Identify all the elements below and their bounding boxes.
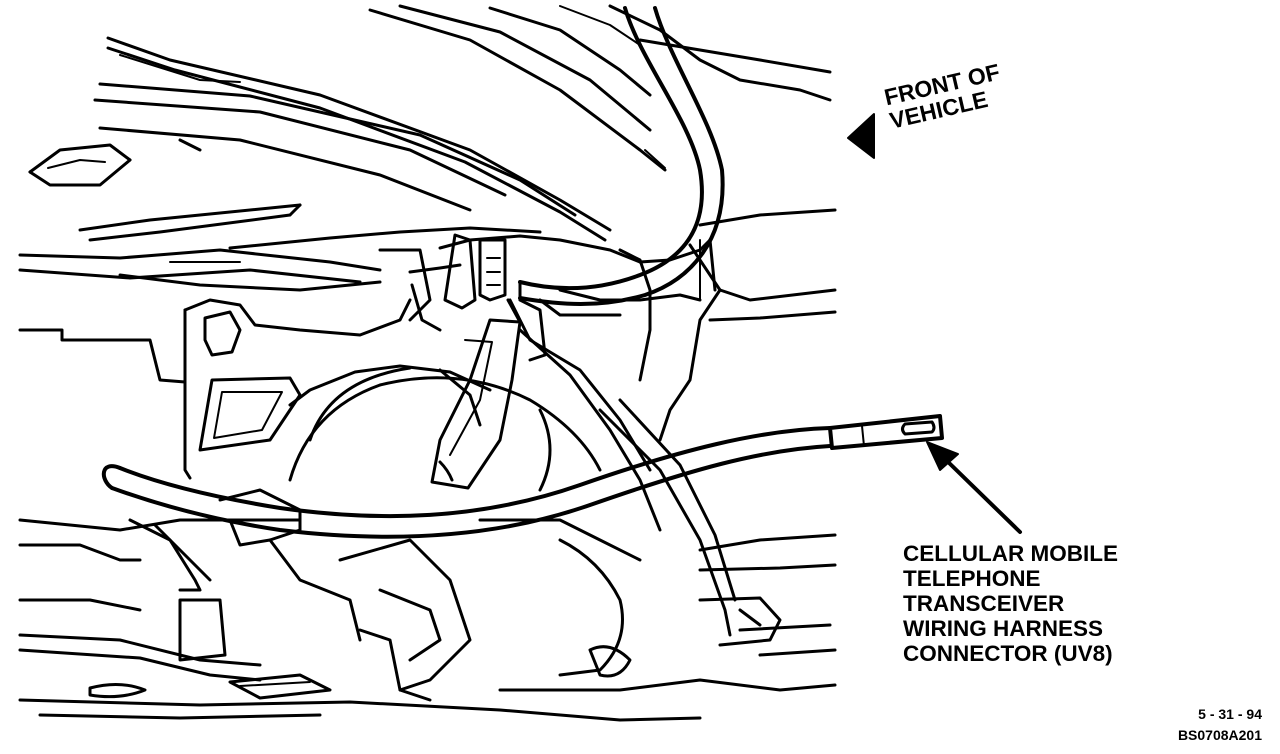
upper-wiring-harness [518,6,725,306]
callout-arrow [926,441,1022,534]
callout-line: TRANSCEIVER [903,591,1065,616]
wheelhouse [18,233,837,637]
callout-line: CELLULAR MOBILE [903,541,1118,566]
trunk-floor [18,239,837,722]
transceiver-harness-cable [101,426,832,539]
callout-line: TELEPHONE [903,566,1041,591]
uv8-connector [828,414,944,450]
figure-code: BS0708A201 [1177,727,1262,743]
callout-line: CONNECTOR (UV8) [903,641,1113,666]
callout-line: WIRING HARNESS [903,616,1104,641]
hinge-bracket [430,298,522,490]
trunk-lid-outline [18,4,837,292]
front-direction-arrow-icon [847,113,875,159]
connector-callout-label: CELLULAR MOBILE TELEPHONE TRANSCEIVER WI… [903,541,1118,666]
figure-date: 5 - 31 - 94 [1198,706,1262,722]
figure-reference: 5 - 31 - 94 BS0708A201 [1178,704,1262,746]
